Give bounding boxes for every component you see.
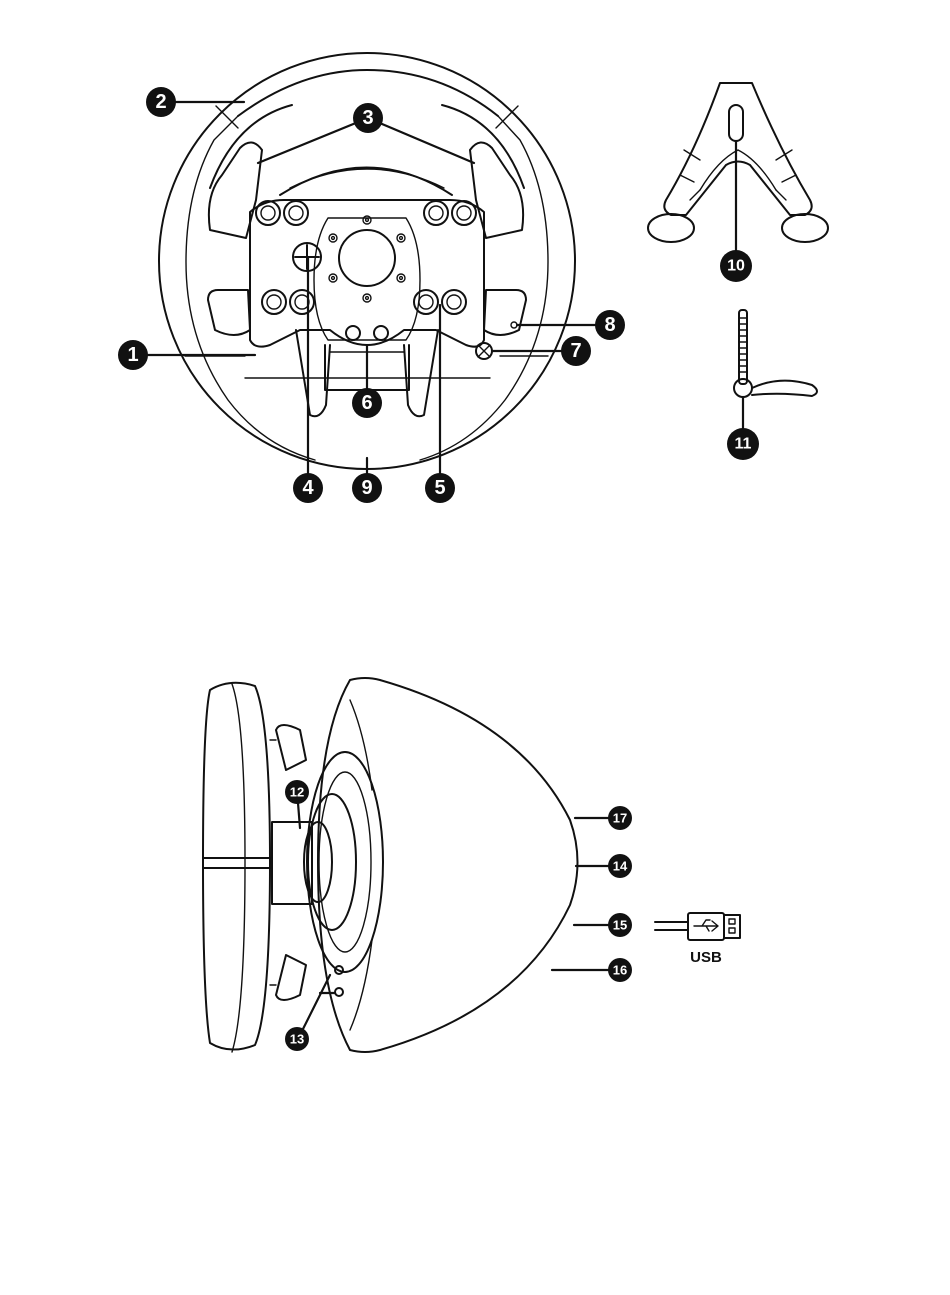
- lower-left-buttons: [262, 290, 314, 314]
- connector-jack-icon: [335, 988, 343, 996]
- callout-1: 1: [118, 340, 148, 370]
- callout-4: 4: [293, 473, 323, 503]
- clamp-bracket: [648, 83, 828, 266]
- callout-17: 17: [608, 806, 632, 830]
- usb-plug-icon: USB: [655, 913, 740, 966]
- callout-11: 11: [727, 428, 759, 460]
- callout-2: 2: [146, 87, 176, 117]
- callout-16-label: 16: [613, 963, 627, 978]
- callout-9-label: 9: [361, 477, 372, 499]
- callout-3: 3: [353, 103, 383, 133]
- callout-14: 14: [608, 854, 632, 878]
- callout-3-label: 3: [362, 107, 373, 129]
- callout-5: 5: [425, 473, 455, 503]
- callout-8: 8: [595, 310, 625, 340]
- callout-7-label: 7: [570, 340, 581, 362]
- callout-10-label: 10: [727, 258, 745, 275]
- callout-11-label: 11: [735, 436, 752, 453]
- callout-5-label: 5: [434, 477, 445, 499]
- callout-8-label: 8: [604, 314, 615, 336]
- callout-6: 6: [352, 388, 382, 418]
- usb-label: USB: [690, 949, 722, 966]
- callout-13: 13: [285, 1027, 309, 1051]
- mounting-screw: [734, 310, 817, 444]
- callout-9: 9: [352, 473, 382, 503]
- callout-15-label: 15: [613, 918, 627, 933]
- callout-2-label: 2: [155, 91, 166, 113]
- callout-13-label: 13: [290, 1032, 304, 1047]
- wheel-side-view: [203, 678, 615, 1052]
- callout-12: 12: [285, 780, 309, 804]
- callout-4-label: 4: [302, 477, 314, 499]
- callout-16: 16: [608, 958, 632, 982]
- callout-6-label: 6: [361, 392, 372, 414]
- xbox-logo-icon: [476, 343, 492, 359]
- callout-7: 7: [561, 336, 591, 366]
- callout-10: 10: [720, 250, 752, 282]
- callout-15: 15: [608, 913, 632, 937]
- callout-17-label: 17: [613, 811, 627, 826]
- callout-1-label: 1: [127, 344, 138, 366]
- callout-14-label: 14: [613, 859, 628, 874]
- callout-12-label: 12: [290, 785, 304, 800]
- upper-right-buttons: [424, 201, 476, 225]
